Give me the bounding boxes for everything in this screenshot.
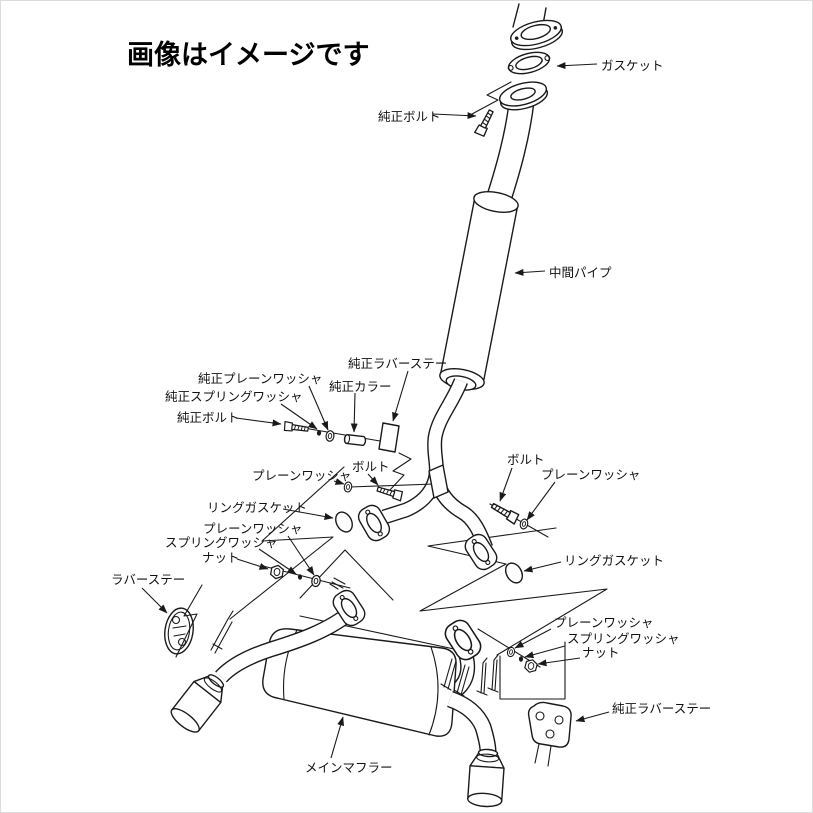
leader-oem-spring-washer: [280, 403, 318, 430]
leader-gasket: [556, 62, 598, 70]
label-oem-collar: 純正カラー: [329, 379, 392, 394]
left-nut-washers: [262, 563, 351, 589]
label-ring-gasket-right: リングガスケット: [564, 553, 664, 568]
label-mid-pipe: 中間パイプ: [549, 265, 612, 280]
label-oem-bolt-top: 純正ボルト: [378, 109, 441, 124]
leader-oem-rubber-stay-top: [392, 370, 409, 422]
oem-stay-assembly: [283, 420, 412, 492]
hanger-rod-left: [210, 610, 234, 654]
leader-ring-gasket-right: [523, 561, 562, 573]
leader-oem-plain-washer: [308, 385, 329, 431]
oem-bolt-top-part: [474, 108, 497, 138]
y-pipe-right-flange: [461, 530, 501, 574]
ring-gasket-left: [335, 511, 353, 533]
leader-mid-pipe: [514, 268, 546, 276]
label-plain-washer-left: プレーンワッシャ: [203, 521, 302, 536]
leader-nut-bottom: [537, 657, 581, 667]
break-line-hanger: [175, 584, 203, 658]
disclaimer-title: 画像はイメージです: [127, 40, 369, 71]
leader-rubber-stay: [141, 587, 168, 614]
top-flange: [510, 19, 564, 51]
label-spring-washer-bottom: スプリングワッシャ: [567, 631, 680, 646]
label-oem-rubber-stay-top: 純正ラバーステー: [348, 356, 447, 371]
hanger-rods-right: [476, 654, 499, 696]
leader-plain-washer-right: [526, 481, 556, 521]
label-bolt-right: ボルト: [507, 452, 545, 467]
leader-bolt-center: [367, 473, 379, 486]
oem-rubber-stay-bottom-part: [527, 701, 572, 767]
leader-oem-collar: [350, 392, 358, 433]
leader-plain-washer-left: [287, 535, 315, 576]
pipe-bracket-bolt: [342, 464, 449, 502]
right-tailpipe: [446, 690, 505, 808]
right-bolt-washer: [489, 500, 549, 538]
label-plain-washer-right: プレーンワッシャ: [541, 467, 640, 482]
leader-bolt-right: [499, 467, 513, 502]
label-oem-plain-washer: 純正プレーンワッシャ: [198, 371, 322, 386]
leader-main-muffler: [330, 716, 344, 759]
leader-lines: [141, 62, 610, 759]
label-spring-washer-left: スプリングワッシャ: [165, 535, 278, 550]
label-nut-bottom: ナット: [582, 645, 620, 660]
leader-plain-washer-center: [333, 478, 345, 485]
bottom-right-nut-washers: [477, 628, 541, 675]
y-pipe: [381, 378, 493, 551]
body-bracket-line: [499, 641, 566, 700]
label-main-muffler: メインマフラー: [305, 760, 393, 775]
mid-pipe-silencer: [439, 191, 519, 391]
label-gasket: ガスケット: [601, 58, 664, 73]
leader-spring-washer-bottom: [524, 645, 566, 659]
front-pipe-upper: [485, 96, 535, 205]
label-nut-left: ナット: [202, 550, 240, 565]
leader-oem-rubber-stay-bottom: [575, 711, 610, 723]
pipe-top-flange: [498, 81, 549, 111]
label-oem-spring-washer: 純正スプリングワッシャ: [165, 389, 303, 404]
label-plain-washer-bottom: プレーンワッシャ: [554, 615, 653, 630]
ring-gasket-right: [504, 562, 524, 584]
leader-spring-washer-left: [258, 548, 297, 575]
label-bolt-center: ボルト: [352, 459, 390, 474]
leader-oem-bolt-top: [432, 112, 477, 120]
leader-ring-gasket-left: [282, 508, 334, 520]
gasket-ring: [507, 51, 551, 75]
label-oem-bolt-mid: 純正ボルト: [177, 410, 240, 425]
rubber-stay-part: [164, 607, 194, 655]
label-oem-rubber-stay-bottom: 純正ラバーステー: [612, 701, 711, 716]
break-line-top-bolt: [471, 81, 512, 115]
muffler-right-flange-studs: [440, 658, 470, 697]
leader-plain-washer-bottom: [514, 628, 552, 649]
label-ring-gasket-left: リングガスケット: [207, 500, 307, 515]
label-rubber-stay: ラバーステー: [111, 572, 185, 587]
left-exit-pipe: [170, 605, 357, 733]
label-plain-washer-center: プレーンワッシャ: [252, 468, 351, 483]
leader-oem-bolt-mid: [235, 417, 282, 427]
leader-nut-left: [236, 558, 269, 570]
